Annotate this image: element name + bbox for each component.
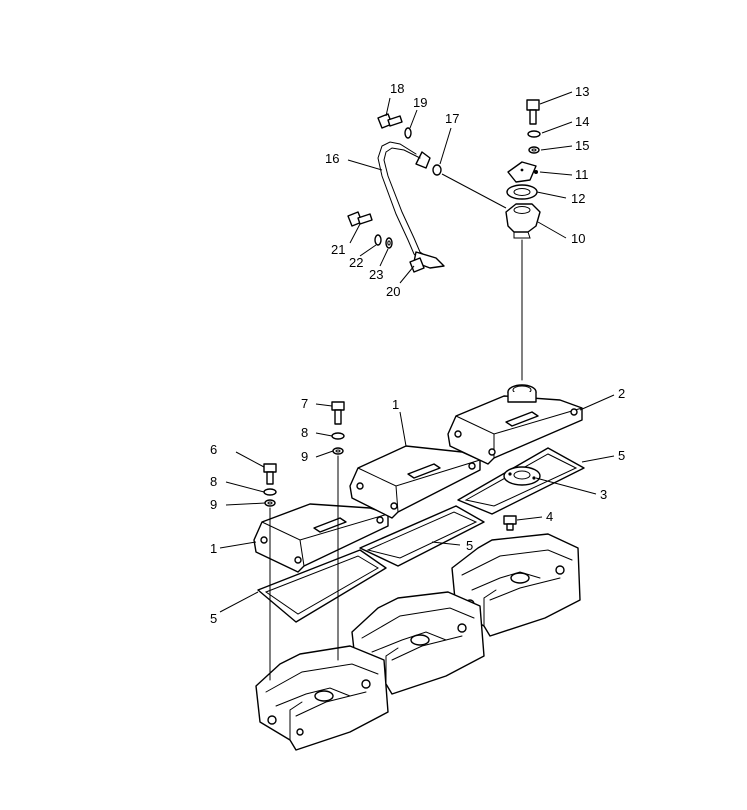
callout-11: 11 xyxy=(575,167,589,182)
callout-2: 2 xyxy=(618,386,625,401)
washer-23 xyxy=(385,237,393,249)
callout-20: 20 xyxy=(386,284,400,299)
callout-10: 10 xyxy=(571,231,585,246)
pipe-bracket-20 xyxy=(409,257,425,273)
bolt-7 xyxy=(331,401,345,425)
callout-6: 6 xyxy=(210,442,217,457)
head-cover-right xyxy=(447,384,583,465)
nut-11 xyxy=(534,170,538,174)
gasket-middle xyxy=(359,505,485,567)
washer-8-right xyxy=(331,432,345,440)
callout-8-left: 8 xyxy=(210,474,217,489)
eye-bolt-18 xyxy=(377,113,403,129)
callout-22: 22 xyxy=(349,255,363,270)
callout-18: 18 xyxy=(390,81,404,96)
callout-15: 15 xyxy=(575,138,589,153)
head-cover-middle xyxy=(349,445,481,519)
bolt-13 xyxy=(526,99,540,125)
callout-14: 14 xyxy=(575,114,589,129)
washer-14 xyxy=(527,130,541,138)
callout-1-left: 1 xyxy=(210,541,217,556)
callout-17: 17 xyxy=(445,111,459,126)
callout-9-right: 9 xyxy=(301,449,308,464)
callout-19: 19 xyxy=(413,95,427,110)
callout-21: 21 xyxy=(331,242,345,257)
breather-gasket-12 xyxy=(506,184,538,200)
callout-1-top: 1 xyxy=(392,397,399,412)
cylinder-head-left xyxy=(255,645,389,751)
assembly-line-oring xyxy=(441,173,507,209)
callout-16: 16 xyxy=(325,151,339,166)
callout-13: 13 xyxy=(575,84,589,99)
callout-23: 23 xyxy=(369,267,383,282)
callout-7: 7 xyxy=(301,396,308,411)
plug xyxy=(503,515,517,531)
callout-8-right: 8 xyxy=(301,425,308,440)
gasket-left xyxy=(257,549,387,623)
callout-4: 4 xyxy=(546,509,553,524)
callout-12: 12 xyxy=(571,191,585,206)
washer-9-right xyxy=(332,447,344,455)
washer-8-left xyxy=(263,488,277,496)
callout-5-right: 5 xyxy=(618,448,625,463)
cap-plate xyxy=(507,161,537,183)
callout-3: 3 xyxy=(600,487,607,502)
callout-5-left: 5 xyxy=(210,611,217,626)
bolt-6 xyxy=(263,463,277,485)
washer-22 xyxy=(374,234,382,246)
callout-5-middle: 5 xyxy=(466,538,473,553)
callout-9-left: 9 xyxy=(210,497,217,512)
eye-bolt-21 xyxy=(347,211,373,227)
washer-15 xyxy=(528,146,540,154)
washer-9-left xyxy=(264,499,276,507)
oring-17 xyxy=(432,164,442,176)
breather-body-10 xyxy=(505,203,541,239)
washer-19 xyxy=(404,127,412,139)
cover-plate xyxy=(503,466,541,486)
